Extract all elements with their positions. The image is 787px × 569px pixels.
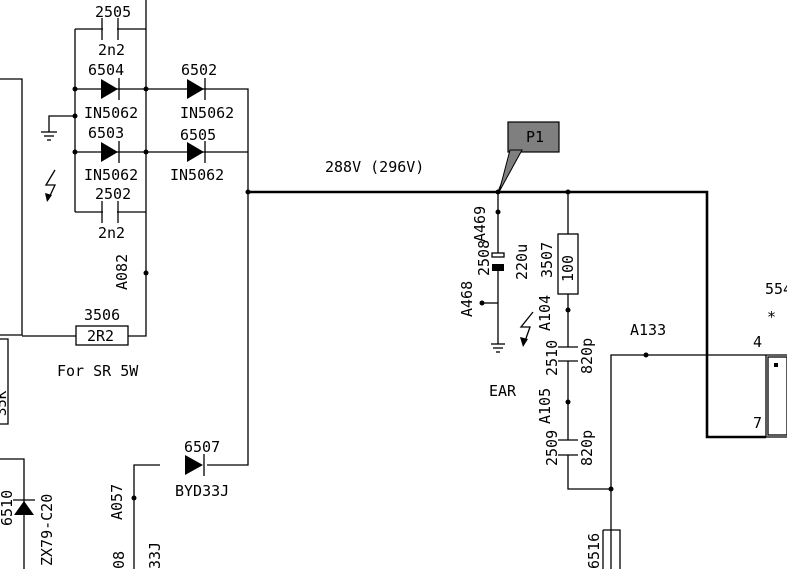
- junction-dots: [72, 86, 649, 501]
- voltage-label: 288V (296V): [325, 158, 424, 176]
- ground-symbol-left: [41, 131, 57, 141]
- part-35k-label: 35K: [0, 390, 10, 416]
- c2505-ref-label: 2505: [95, 3, 131, 21]
- part-6516-label: 6516: [585, 533, 603, 569]
- c2508-ref-label: 2508: [475, 240, 493, 276]
- tp-a082-label: A082: [113, 254, 131, 290]
- d6504-ref-label: 6504: [88, 61, 124, 79]
- c2509-value-label: 820p: [578, 430, 596, 466]
- zener-6510: [13, 499, 35, 515]
- tp-a104-label: A104: [536, 295, 554, 331]
- note-sr-label: For SR 5W: [57, 362, 139, 380]
- capacitor-2502: [101, 201, 119, 223]
- diode-6505: [187, 141, 206, 163]
- zener-type-label: ZX79-C20: [38, 494, 56, 566]
- d6510-ref-label: 6510: [0, 490, 16, 526]
- pin-4-label: 4: [753, 333, 762, 351]
- diode-6504: [101, 78, 120, 100]
- r3507-value-label: 100: [559, 255, 577, 282]
- d6502-type-label: IN5062: [180, 104, 234, 122]
- capacitor-2508: [491, 252, 505, 271]
- d6502-ref-label: 6502: [181, 61, 217, 79]
- tp-a469-label: A469: [471, 206, 489, 242]
- c2505-value-label: 2n2: [98, 41, 125, 59]
- spark-gap-icon-ear: [519, 311, 534, 347]
- text-labels: 2505 2n2 6504 IN5062 6502 IN5062 6503 IN…: [0, 3, 787, 569]
- pin-7-label: 7: [753, 414, 762, 432]
- c2509-ref-label: 2509: [543, 430, 561, 466]
- ic-554-connector: [767, 356, 787, 436]
- d6507-ref-label: 6507: [184, 438, 220, 456]
- probe-p1: [498, 121, 560, 193]
- d6504-type-label: IN5062: [84, 104, 138, 122]
- d6505-ref-label: 6505: [180, 126, 216, 144]
- c2502-ref-label: 2502: [95, 185, 131, 203]
- tp-a468-label: A468: [458, 281, 476, 317]
- diode-6503: [101, 141, 120, 163]
- ic-star-label: *: [767, 308, 776, 326]
- c2502-value-label: 2n2: [98, 224, 125, 242]
- tp-a133-label: A133: [630, 321, 666, 339]
- tp-a105-label: A105: [536, 388, 554, 424]
- c2510-value-label: 820p: [578, 338, 596, 374]
- probe-p1-label: P1: [526, 128, 544, 146]
- r3506-value-label: 2R2: [87, 327, 114, 345]
- d6503-type-label: IN5062: [84, 166, 138, 184]
- c2508-value-label: 220u: [513, 244, 531, 280]
- capacitor-2509: [558, 439, 578, 456]
- diode-6507: [185, 454, 205, 476]
- tp-a057-label: A057: [108, 484, 126, 520]
- part-33j-label: 33J: [146, 542, 164, 569]
- ground-symbol-2508: [491, 343, 505, 353]
- c2510-ref-label: 2510: [543, 340, 561, 376]
- r3506-ref-label: 3506: [84, 306, 120, 324]
- resistor-3506: [75, 325, 129, 346]
- spark-gap-icon-left: [44, 169, 57, 202]
- d6503-ref-label: 6503: [88, 124, 124, 142]
- ear-label: EAR: [489, 382, 517, 400]
- d6505-type-label: IN5062: [170, 166, 224, 184]
- resistor-3507: [557, 233, 579, 295]
- diode-6502: [187, 78, 206, 100]
- d6507-type-label: BYD33J: [175, 482, 229, 500]
- ic-ref-label: 554: [765, 280, 787, 298]
- r3507-ref-label: 3507: [538, 242, 556, 278]
- capacitor-2510: [558, 346, 578, 362]
- capacitor-2505: [101, 18, 119, 40]
- part-08-label: 08: [110, 551, 128, 569]
